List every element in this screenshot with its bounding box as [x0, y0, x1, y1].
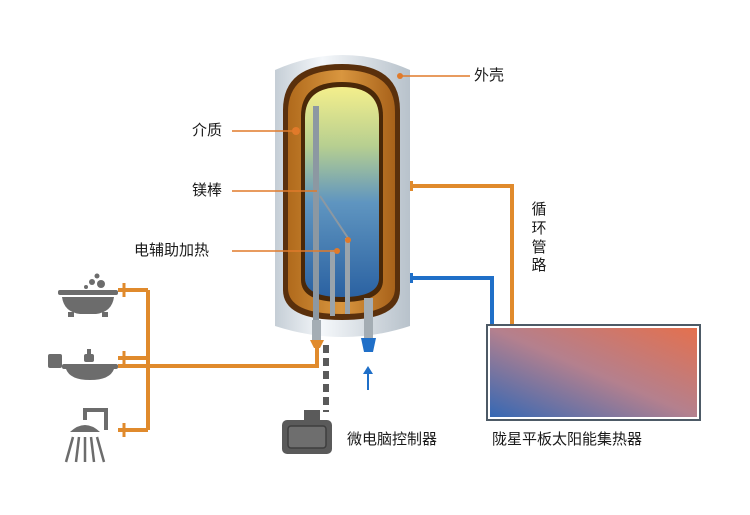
heater-element — [330, 250, 335, 316]
inlet-pipe — [364, 298, 373, 340]
label-collector: 陇星平板太阳能集热器 — [492, 430, 643, 448]
bathtub-icon — [58, 273, 118, 317]
inlet-fitting — [361, 338, 376, 352]
sensor-wire — [319, 195, 349, 239]
label-magnesium-rod: 镁棒 — [192, 181, 223, 199]
cold-circulation-pipe — [410, 276, 494, 325]
hot-circulation-pipe — [410, 184, 514, 325]
heater-element — [345, 238, 350, 314]
tank-water — [305, 87, 379, 297]
up-arrow-icon — [363, 366, 373, 390]
shower-icon — [64, 408, 108, 463]
outlet-fitting — [310, 340, 324, 348]
leader-dots — [292, 73, 403, 254]
label-circulation-pipe: 循 环 管 路 — [531, 200, 547, 275]
magnesium-rod — [313, 106, 319, 326]
label-electric-heating: 电辅助加热 — [134, 241, 210, 259]
water-tank — [275, 55, 410, 352]
outlet-pipe — [312, 320, 321, 344]
label-shell: 外壳 — [474, 66, 505, 84]
controller-icon — [282, 410, 332, 454]
leader-lines — [232, 75, 470, 252]
label-controller: 微电脑控制器 — [347, 430, 438, 448]
washbasin-icon — [48, 349, 118, 380]
solar-collector — [486, 324, 701, 421]
label-medium: 介质 — [192, 121, 223, 139]
